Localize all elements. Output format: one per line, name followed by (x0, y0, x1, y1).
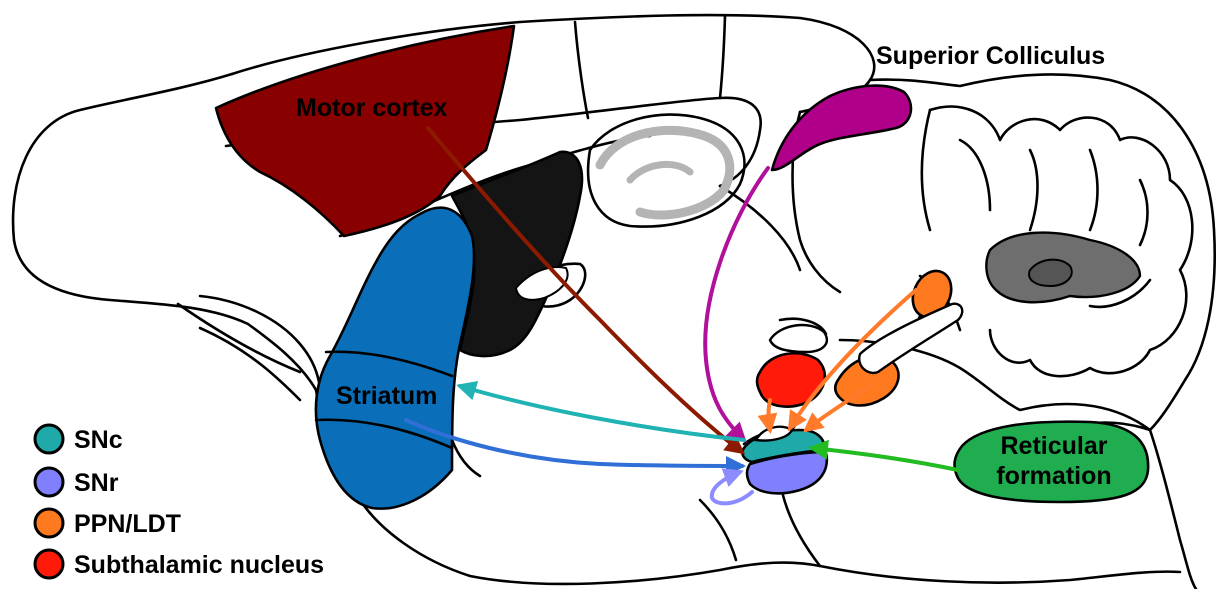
legend-swatch-subthalamic (35, 550, 63, 578)
arrow-snr-loop (712, 472, 752, 503)
legend-label-snc: SNc (74, 426, 123, 454)
striatum-label: Striatum (336, 382, 437, 410)
legend-swatch-snr (35, 468, 63, 496)
legend-item-ppn-ldt: PPN/LDT (35, 509, 181, 538)
arrow-subthalamic-to-snc (769, 400, 771, 430)
superior-colliculus-label: Superior Colliculus (876, 42, 1105, 70)
cerebellum (930, 107, 1192, 377)
legend-label-snr: SNr (74, 469, 119, 497)
arrow-striatum-to-snr (406, 420, 742, 466)
legend-swatch-snc (35, 425, 63, 453)
arrow-snc-to-striatum (460, 386, 744, 440)
reticular-formation-label-line1: Reticular (1001, 432, 1108, 460)
superior-colliculus-region (772, 86, 911, 170)
legend-item-snc: SNc (35, 425, 123, 454)
hippocampus (600, 130, 730, 215)
arrow-reticular-to-snc (812, 448, 958, 470)
legend-item-snr: SNr (35, 468, 119, 497)
motor-cortex-label: Motor cortex (296, 94, 448, 122)
subthalamic-region (757, 353, 825, 406)
legend: SNc SNr PPN/LDT Subthalamic nucleus (35, 425, 324, 579)
reticular-formation-label-line2: formation (996, 462, 1111, 490)
legend-item-subthalamic: Subthalamic nucleus (35, 550, 324, 579)
hippocampus-inner (630, 164, 690, 180)
legend-swatch-ppn-ldt (35, 509, 63, 537)
legend-label-ppn-ldt: PPN/LDT (74, 510, 181, 538)
legend-label-subthalamic: Subthalamic nucleus (74, 551, 324, 579)
midbrain-bump (770, 325, 827, 352)
